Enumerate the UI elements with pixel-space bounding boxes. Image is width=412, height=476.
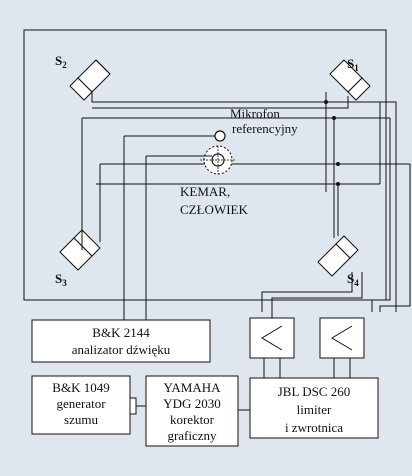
speaker-s2 bbox=[69, 59, 111, 101]
speaker-s3-label: S3 bbox=[55, 271, 67, 288]
speaker-s1 bbox=[329, 59, 371, 101]
listener-label-2: CZŁOWIEK bbox=[180, 202, 248, 217]
microphone-label-1: Mikrofon bbox=[230, 106, 280, 121]
amplifier-left bbox=[249, 272, 363, 378]
generator-connector bbox=[129, 397, 146, 415]
amplifier-right bbox=[319, 317, 365, 378]
equalizer-label-4: graficzny bbox=[167, 428, 217, 443]
speaker-s1-label: S1 bbox=[347, 56, 359, 73]
equalizer-label-2: YDG 2030 bbox=[163, 396, 220, 411]
processor-label-3: i zwrotnica bbox=[285, 420, 343, 435]
speaker-s2-label: S2 bbox=[55, 53, 67, 70]
speaker-s4-label: S4 bbox=[347, 271, 359, 288]
equalizer-label-3: korektor bbox=[170, 412, 215, 427]
kemar-head bbox=[145, 145, 236, 320]
processor-label-1: JBL DSC 260 bbox=[278, 384, 350, 399]
analyzer-label-1: B&K 2144 bbox=[92, 325, 150, 340]
analyzer-box bbox=[31, 319, 211, 363]
generator-label-3: szumu bbox=[64, 412, 98, 427]
generator-label-1: B&K 1049 bbox=[52, 380, 109, 395]
speaker-s4 bbox=[317, 235, 359, 277]
speaker-wiring bbox=[81, 92, 411, 312]
equalizer-label-1: YAMAHA bbox=[163, 380, 221, 395]
processor-label-2: limiter bbox=[297, 402, 332, 417]
generator-box bbox=[31, 375, 131, 435]
equalizer-box bbox=[145, 375, 239, 447]
room-outline bbox=[23, 29, 387, 301]
wire-junctions bbox=[324, 100, 340, 186]
microphone-label-2: referencyjny bbox=[232, 121, 298, 136]
listener-label-1: KEMAR, bbox=[180, 184, 230, 199]
processor-box bbox=[249, 377, 379, 439]
analyzer-label-2: analizator dźwięku bbox=[72, 342, 171, 357]
reference-microphone bbox=[123, 130, 226, 320]
generator-label-2: generator bbox=[56, 396, 106, 411]
speaker-s3 bbox=[59, 229, 101, 271]
